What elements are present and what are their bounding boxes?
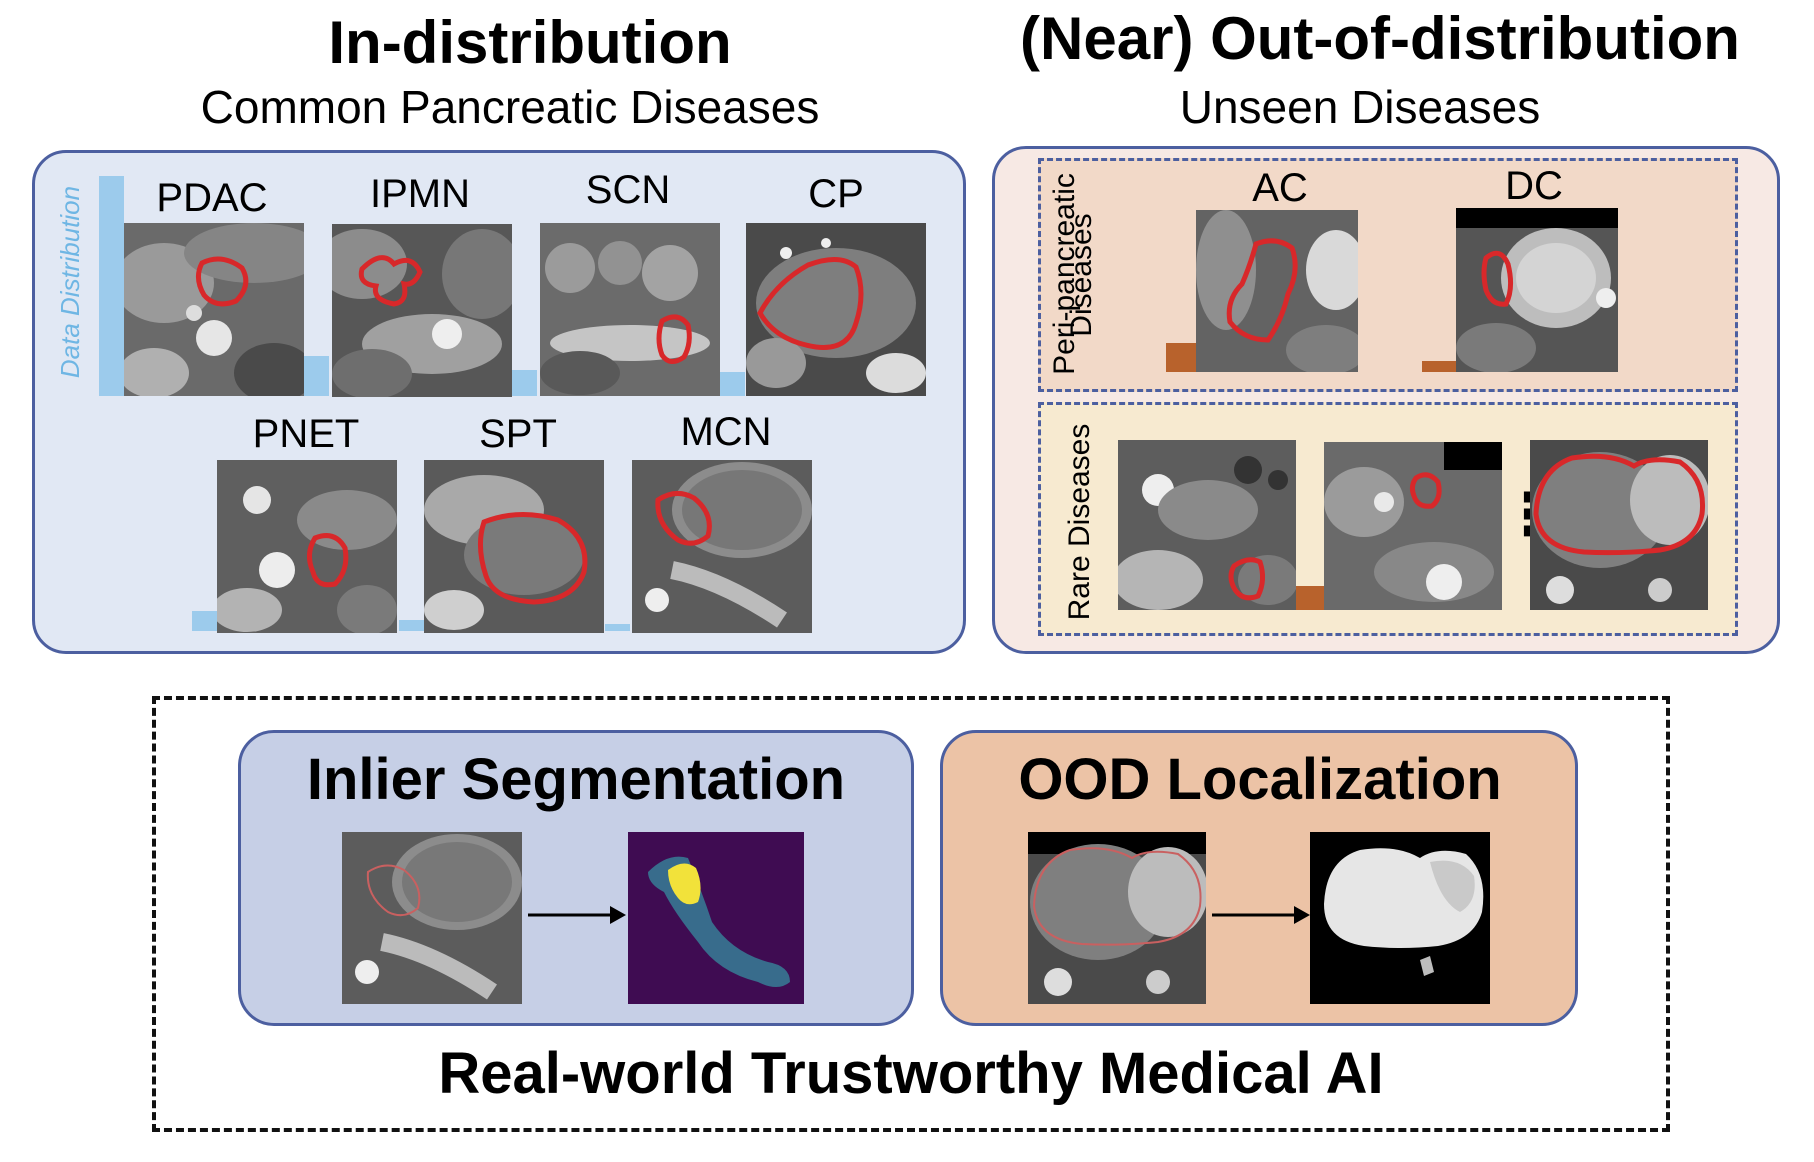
ct-scan-pdac xyxy=(124,223,304,396)
distribution-bar-pnet xyxy=(192,611,217,631)
disease-label-scn: SCN xyxy=(585,168,671,212)
ood-localization-map xyxy=(1310,832,1490,1004)
distribution-bar-dc xyxy=(1422,361,1456,372)
trustworthy-ai-frame xyxy=(152,696,1670,1132)
distribution-bar-ac xyxy=(1166,343,1196,372)
disease-label-ipmn: IPMN xyxy=(370,172,470,216)
disease-label-spt: SPT xyxy=(479,412,557,456)
rare-diseases-label: Rare Diseases xyxy=(1063,423,1096,621)
distribution-bar-rare xyxy=(1296,586,1324,610)
ct-scan-cp xyxy=(746,223,926,396)
ood-title: (Near) Out-of-distribution xyxy=(1020,5,1740,72)
distribution-bar-pdac xyxy=(99,176,124,396)
ct-scan-inlier-input xyxy=(342,832,522,1004)
data-distribution-axis-label: Data Distribution xyxy=(55,185,85,379)
peri-diseases-label: Diseases xyxy=(1065,213,1098,337)
ct-scan-mcn xyxy=(632,460,812,633)
ct-scan-dc xyxy=(1456,208,1618,372)
distribution-bar-spt xyxy=(399,620,424,631)
disease-label-mcn: MCN xyxy=(680,410,772,454)
peri-pancreatic-box xyxy=(1038,158,1738,392)
ct-scan-ac xyxy=(1196,210,1358,372)
ct-scan-rare-3 xyxy=(1530,440,1708,610)
disease-label-cp: CP xyxy=(808,172,864,216)
inlier-segmentation-title: Inlier Segmentation xyxy=(306,747,846,812)
ct-scan-ipmn xyxy=(332,224,512,397)
arrow-right-icon xyxy=(526,900,626,930)
ct-scan-rare-2 xyxy=(1324,442,1502,610)
distribution-bar-ipmn xyxy=(304,356,329,396)
disease-label-ac: AC xyxy=(1252,166,1308,210)
distribution-bar-mcn xyxy=(605,624,630,631)
footer-title: Real-world Trustworthy Medical AI xyxy=(438,1041,1384,1106)
disease-label-pdac: PDAC xyxy=(156,176,268,220)
distribution-bar-cp xyxy=(720,372,745,396)
ct-scan-scn xyxy=(540,223,720,396)
disease-label-dc: DC xyxy=(1505,164,1563,208)
arrow-right-icon xyxy=(1210,900,1310,930)
in-distribution-title: In-distribution xyxy=(328,9,732,76)
disease-label-pnet: PNET xyxy=(252,412,360,456)
ct-scan-rare-1 xyxy=(1118,440,1296,610)
ood-subtitle: Unseen Diseases xyxy=(1179,81,1541,133)
in-distribution-subtitle: Common Pancreatic Diseases xyxy=(200,81,820,133)
ct-scan-spt xyxy=(424,460,604,633)
ct-scan-ood-input xyxy=(1028,832,1206,1004)
segmentation-mask xyxy=(628,832,804,1004)
distribution-bar-scn xyxy=(512,370,537,396)
ct-scan-pnet xyxy=(217,460,397,633)
ood-localization-title: OOD Localization xyxy=(1018,747,1502,812)
